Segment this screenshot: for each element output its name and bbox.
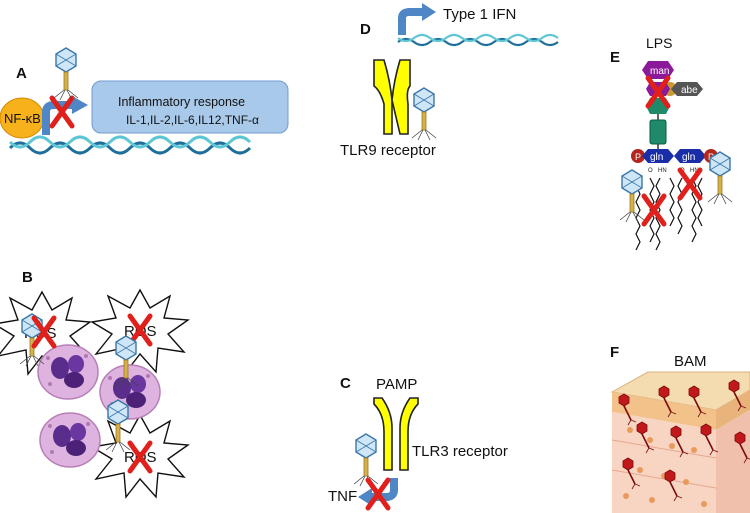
neutrophil-2 [39,412,101,468]
cytokine-list: IL-1,IL-2,IL-6,IL12,TNF-α [126,113,259,127]
gln-label-2: gln [682,152,695,163]
gln-sugar-1 [642,149,674,163]
nfkb-label: NF-κB [4,111,41,126]
dna-helix-d [397,33,559,47]
phosphate-1 [631,149,645,163]
neutrophil-1 [37,344,99,400]
o-label-1: O [648,168,653,174]
block-x-e2 [644,196,664,224]
panel-a: A Inflammatory response IL-1,IL-2,IL-6,I… [0,47,289,155]
dna-helix-a [8,135,252,155]
gln-label-1: gln [650,152,663,163]
phage-icon-c [353,433,379,487]
ifn-arrow [398,8,424,35]
inflammatory-response-title: Inflammatory response [118,95,245,109]
abe-sugar [671,82,703,96]
skin-block [610,371,750,513]
phage-icon-d [411,87,437,141]
phage-icon-e2 [707,151,733,205]
abe-label: abe [681,85,698,96]
panel-d: D Type 1 IFN TLR9 receptor [340,3,559,159]
lps-label: LPS [646,35,672,51]
pamp-label: PAMP [376,376,417,393]
panel-d-letter: D [360,21,371,38]
panel-c-letter: C [340,375,351,392]
panel-f: F BAM [610,344,750,513]
block-x-e3 [680,170,700,198]
type1-ifn-label: Type 1 IFN [443,6,516,23]
panel-f-letter: F [610,344,619,361]
phage-icon-e1 [619,169,645,223]
tnf-label: TNF [328,488,357,505]
panel-b-letter: B [22,269,33,286]
hn-label-2: HN [690,168,699,174]
inflammatory-response-box [91,80,289,134]
transcription-arrowhead-a [72,96,88,114]
panel-c: C PAMP TLR3 receptor TNF [328,375,508,508]
panel-b: B ROS ROS ROS [0,269,189,498]
tnf-arrow [370,478,398,501]
bam-label: BAM [674,353,707,370]
tlr3-receptor [373,397,419,471]
tlr3-receptor-label: TLR3 receptor [412,443,508,460]
tnf-arrowhead [358,488,372,506]
panel-a-letter: A [16,65,27,82]
core-oligo-block [649,119,667,145]
tlr9-receptor-label: TLR9 receptor [340,142,436,159]
ifn-arrowhead [422,3,436,21]
hn-label-1: HN [658,168,667,174]
man-sugar [642,61,674,79]
tlr9-receptor [373,59,411,135]
panel-e: E LPS man abe P gln gln P O HN O HN [610,35,733,251]
panel-e-letter: E [610,49,620,66]
phage-icon-a [53,47,79,101]
man-label: man [650,66,669,77]
phosphate-1-label: P [635,152,641,162]
gln-sugar-2 [674,149,706,163]
